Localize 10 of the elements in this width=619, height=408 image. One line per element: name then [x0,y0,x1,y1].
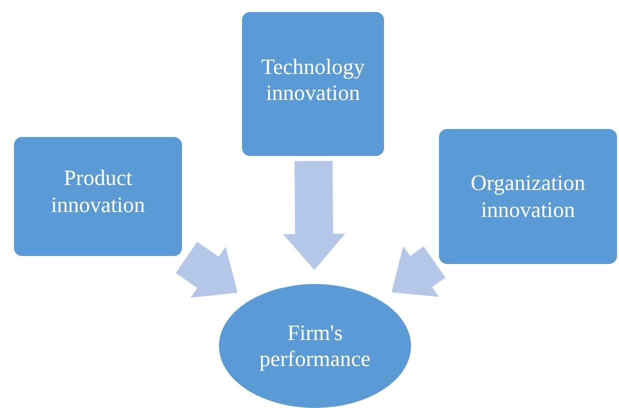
block-arrow [283,160,346,270]
block-arrow [392,246,446,297]
process-box [437,127,619,266]
node-label: Organization innovation [470,170,586,223]
process-box [240,10,386,158]
node-label: Firm's performance [259,320,371,372]
node-label: Product innovation [50,165,146,218]
block-arrow [176,242,238,298]
node-label: Technology innovation [260,54,366,106]
process-box [12,135,184,258]
